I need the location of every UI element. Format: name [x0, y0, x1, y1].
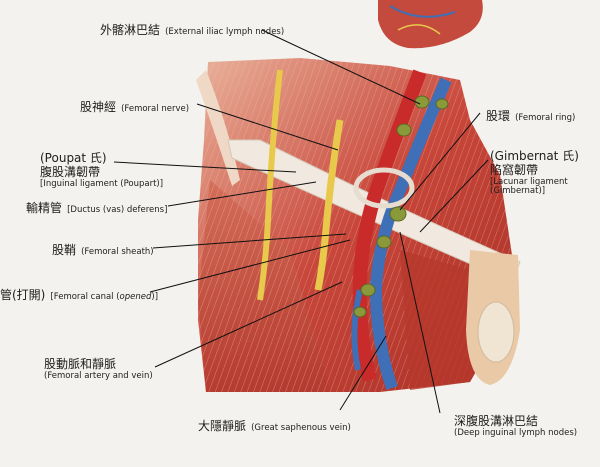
femoral-canal-en-c: )]: [151, 292, 159, 302]
label-femoral-canal: 管(打開) [Femoral canal (opened)]: [0, 285, 158, 303]
label-femoral-sheath: 股鞘 (Femoral sheath): [52, 240, 154, 258]
great-saphenous-drawing: [351, 289, 363, 371]
femoral-canal-en: [Femoral canal (opened)]: [50, 292, 158, 302]
poupart-en: [Inguinal ligament (Poupart)]: [40, 178, 164, 189]
label-ductus: 輸精管 [Ductus (vas) deferens]: [26, 198, 167, 216]
label-deep-inguinal: 深腹股溝淋巴結 (Deep inguinal lymph nodes): [454, 414, 578, 439]
femoral-ring-drawing: [353, 167, 415, 209]
gimbernat-zh2: 陷窩韌帶: [490, 162, 539, 177]
femoral-canal-zh: 管(打開): [0, 288, 46, 302]
great-saphenous-en: (Great saphenous vein): [251, 423, 351, 433]
spermatic-region: [466, 250, 520, 385]
femoral-sheath-en: (Femoral sheath): [81, 247, 154, 257]
label-gimbernat: (Gimbernat 氏) 陷窩韌帶 [Lacunar ligament (Gi…: [490, 149, 579, 197]
femoral-artery-vein-en: (Femoral artery and vein): [44, 370, 153, 381]
femoral-ring-en: (Femoral ring): [515, 113, 576, 123]
fascia-left: [196, 70, 240, 186]
femoral-nerve-drawing: [257, 69, 283, 301]
muscle-mass: [198, 58, 512, 392]
deep-inguinal-zh: 深腹股溝淋巴結: [454, 414, 539, 428]
femoral-ring-zh: 股環: [486, 109, 511, 123]
leader-lines: [113, 29, 489, 414]
femoral-nerve-zh: 股神經: [80, 100, 117, 114]
external-iliac-en: (External iliac lymph nodes): [165, 27, 285, 37]
label-femoral-artery-vein: 股動脈和靜脈 (Femoral artery and vein): [44, 357, 153, 382]
label-femoral-ring: 股環 (Femoral ring): [486, 106, 575, 124]
top-organ: [378, 0, 483, 49]
external-iliac-zh: 外髂淋巴結: [100, 23, 161, 37]
femoral-canal-en-b: opened: [119, 292, 152, 302]
great-saphenous-zh: 大隱靜脈: [198, 419, 247, 433]
gimbernat-en2: (Gimbernat)]: [490, 186, 546, 197]
label-great-saphenous: 大隱靜脈 (Great saphenous vein): [198, 416, 351, 434]
lymph-nodes: [353, 95, 449, 318]
deep-inguinal-en: (Deep inguinal lymph nodes): [454, 427, 578, 438]
ductus-zh: 輸精管: [26, 201, 63, 215]
femoral-nerve-branch: [314, 119, 344, 291]
gimbernat-zh1: (Gimbernat 氏): [490, 149, 579, 163]
femoral-artery-vein-zh: 股動脈和靜脈: [44, 357, 117, 371]
label-external-iliac: 外髂淋巴結 (External iliac lymph nodes): [100, 20, 284, 38]
poupart-zh1: (Poupat 氏): [40, 151, 107, 165]
femoral-sheath-zh: 股鞘: [52, 243, 77, 257]
label-femoral-nerve: 股神經 (Femoral nerve): [80, 97, 189, 115]
femoral-canal-en-a: [Femoral canal (: [50, 292, 120, 302]
gimbernat-en1: [Lacunar ligament: [490, 176, 568, 187]
ductus-en: [Ductus (vas) deferens]: [67, 205, 168, 215]
femoral-nerve-en: (Femoral nerve): [121, 104, 190, 114]
poupart-zh2: 腹股溝韌帶: [40, 164, 101, 179]
label-poupart: (Poupat 氏) 腹股溝韌帶 [Inguinal ligament (Pou…: [40, 151, 164, 189]
